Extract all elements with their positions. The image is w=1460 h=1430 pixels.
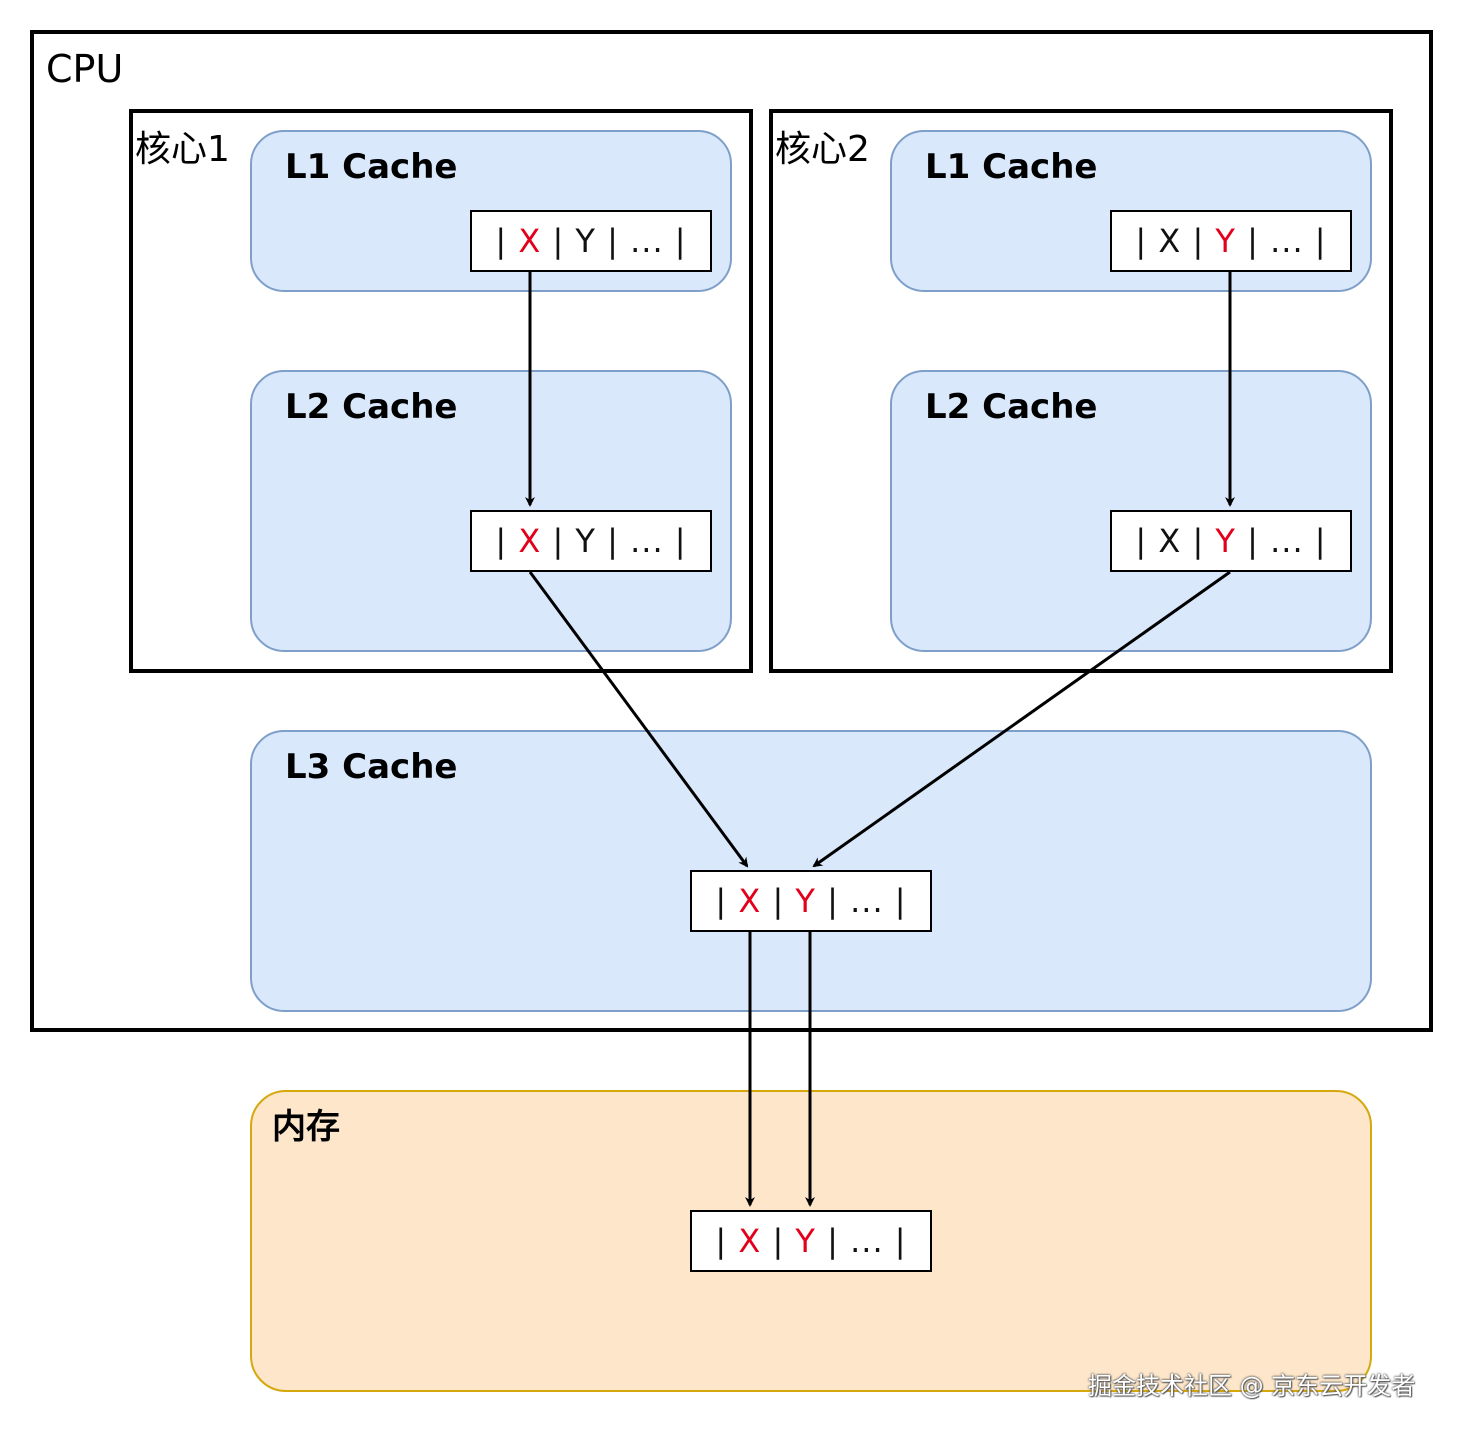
- cell-segment: |: [495, 222, 519, 260]
- cell-segment: |: [761, 882, 796, 920]
- cell-segment: |: [541, 522, 576, 560]
- highlighted-segment: X: [738, 1222, 762, 1260]
- cell-segment: Y: [575, 222, 596, 260]
- highlighted-segment: Y: [1215, 522, 1236, 560]
- cell-segment: |: [715, 1222, 739, 1260]
- cell-segment: | ... |: [815, 1222, 907, 1260]
- cell-segment: X: [1158, 522, 1182, 560]
- core-2-l2-cache-label: L2 Cache: [925, 387, 1098, 427]
- core-2-frame: [769, 109, 1393, 673]
- cell-segment: | ... |: [815, 882, 907, 920]
- arrow-core1-l2-to-l3: [528, 571, 749, 868]
- cell-segment: |: [541, 222, 576, 260]
- highlighted-segment: X: [518, 222, 542, 260]
- cell-segment: |: [715, 882, 739, 920]
- core-1-l1-cache-label: L1 Cache: [285, 147, 458, 187]
- core-2-l1-cache-line: | X | Y | ... |: [1110, 210, 1352, 272]
- arrow-core2-l2-to-l3: [812, 570, 1231, 868]
- l3-cache-line: | X | Y | ... |: [690, 870, 932, 932]
- cell-segment: |: [1181, 522, 1216, 560]
- cell-segment: Y: [575, 522, 596, 560]
- core-2-l1-cache-label: L1 Cache: [925, 147, 1098, 187]
- cell-segment: |: [1181, 222, 1216, 260]
- highlighted-segment: Y: [795, 1222, 816, 1260]
- cell-segment: | ... |: [1235, 222, 1327, 260]
- highlighted-segment: X: [738, 882, 762, 920]
- watermark: 掘金技术社区 @ 京东云开发者: [1088, 1372, 1416, 1400]
- core-2-label: 核心2: [775, 129, 870, 170]
- cell-segment: |: [1135, 222, 1159, 260]
- core-1-frame: [129, 109, 753, 673]
- core-1-l1-cache-line: | X | Y | ... |: [470, 210, 712, 272]
- highlighted-segment: Y: [795, 882, 816, 920]
- memory-line: | X | Y | ... |: [690, 1210, 932, 1272]
- cpu-frame: [30, 30, 1433, 1032]
- cpu-label: CPU: [46, 47, 124, 91]
- cell-segment: | ... |: [1235, 522, 1327, 560]
- core-1-l2-cache-label: L2 Cache: [285, 387, 458, 427]
- core-2-l2-cache-line: | X | Y | ... |: [1110, 510, 1352, 572]
- l3-cache-label: L3 Cache: [285, 747, 458, 787]
- cell-segment: X: [1158, 222, 1182, 260]
- core-1-label: 核心1: [135, 129, 230, 170]
- cell-segment: | ... |: [595, 222, 687, 260]
- cell-segment: | ... |: [595, 522, 687, 560]
- cell-segment: |: [1135, 522, 1159, 560]
- highlighted-segment: Y: [1215, 222, 1236, 260]
- cell-segment: |: [761, 1222, 796, 1260]
- highlighted-segment: X: [518, 522, 542, 560]
- cell-segment: |: [495, 522, 519, 560]
- core-1-l2-cache-line: | X | Y | ... |: [470, 510, 712, 572]
- memory-label: 内存: [272, 1107, 340, 1147]
